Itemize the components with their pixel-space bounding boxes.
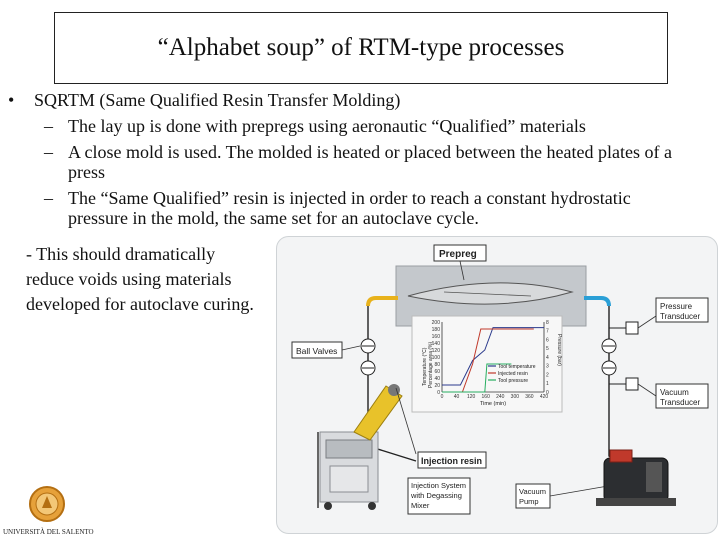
vacuum-transducer-label: Vacuum (660, 388, 689, 397)
inset-legend-label: Injected resin (498, 371, 528, 377)
injection-machine-panel (325, 439, 373, 459)
inset-left-tick-label: 120 (432, 348, 441, 354)
inset-right-tick-label: 8 (546, 320, 549, 326)
inset-x-tick-label: 120 (467, 394, 476, 400)
inset-x-tick-label: 0 (441, 394, 444, 400)
inset-right-axis-title: Pressure (bar) (556, 334, 562, 366)
inset-right-tick-label: 5 (546, 346, 549, 352)
sub-bullet-dash: – (44, 142, 53, 162)
pressure-transducer-box (625, 321, 639, 335)
injection-system-label: with Degassing (410, 491, 462, 500)
prepreg-part (407, 282, 574, 305)
wheel-icon (368, 502, 376, 510)
inset-left-tick-label: 60 (434, 369, 440, 375)
injection-system-label-box (407, 477, 471, 515)
setup-diagram-svg: Prepreg Pressure Transducer Vacuum Trans… (276, 236, 718, 534)
pressure-transducer-leader (637, 315, 657, 329)
inset-right-tick-label: 4 (546, 355, 549, 361)
vacuum-transducer-label: Transducer (660, 398, 701, 407)
university-name: UNIVERSITÀ DEL SALENTO (3, 528, 94, 536)
inset-left-tick-label: 20 (434, 383, 440, 389)
inset-legend-label: Tool pressure (498, 378, 528, 384)
tool-pressure-line (442, 363, 512, 393)
tool-temperature-line (442, 327, 544, 386)
inset-left-tick-label: 100 (432, 355, 441, 361)
injection-machine-door (329, 465, 369, 493)
inlet-pipe (366, 296, 398, 307)
seal-emblem (42, 496, 52, 508)
vacuum-pump (596, 449, 676, 506)
vacuum-pump-label-box (515, 483, 551, 509)
inset-left-tick-label: 160 (432, 334, 441, 340)
university-logo: UNIVERSITÀ DEL SALENTO (2, 476, 98, 538)
inset-left-tick-label: 40 (434, 376, 440, 382)
injection-resin-label: Injection resin (421, 456, 482, 466)
injection-resin-label-box (417, 451, 487, 469)
university-seal: UNIVERSITÀ DEL SALENTO (3, 486, 94, 536)
inset-right-tick-label: 2 (546, 372, 549, 378)
inset-right-tick-label: 0 (546, 390, 549, 396)
outlet-pipe (584, 296, 611, 307)
vacuum-pump-label: Vacuum (519, 487, 546, 496)
injector-cap (388, 384, 400, 396)
inset-x-tick-label: 360 (525, 394, 534, 400)
injection-system-label: Mixer (411, 501, 430, 510)
inset-left-axis-title: Percentage area (%) (428, 342, 434, 388)
sqrtm-setup-diagram: Prepreg Pressure Transducer Vacuum Trans… (276, 236, 718, 534)
vacuum-pump-base (596, 498, 676, 506)
wheel-icon (324, 502, 332, 510)
inset-legend-label: Tool temperature (498, 364, 536, 370)
inset-x-tick-label: 40 (454, 394, 460, 400)
inset-x-tick-label: 420 (540, 394, 549, 400)
inset-x-tick-label: 160 (482, 394, 491, 400)
sub-bullet-text: A close mold is used. The molded is heat… (68, 142, 672, 182)
vacuum-pump-cap (609, 449, 633, 463)
pressure-transducer-label: Pressure (660, 302, 693, 311)
vacuum-transducer-label-box (655, 383, 709, 409)
inset-x-tick-label: 300 (511, 394, 520, 400)
inset-left-axis-title: Temperature (°C) (422, 347, 428, 386)
vacuum-pump-motor (646, 462, 662, 492)
sub-bullet-text: The “Same Qualified” resin is injected i… (68, 188, 631, 228)
inset-x-axis-title: Time (min) (480, 401, 506, 407)
title-box: “Alphabet soup” of RTM-type processes (54, 12, 668, 84)
sub-bullet-dash: – (44, 116, 53, 136)
vacuum-pump-leader (549, 485, 609, 497)
inset-right-tick-label: 6 (546, 337, 549, 343)
pressure-transducer-label-box (655, 297, 709, 323)
bullet-text: SQRTM (Same Qualified Resin Transfer Mol… (34, 90, 401, 110)
prepreg-label: Prepreg (439, 249, 477, 260)
inset-right-tick-label: 1 (546, 381, 549, 387)
ball-valves-label: Ball Valves (296, 346, 337, 356)
sub-bullet-dash: – (44, 188, 53, 208)
injection-machine (317, 384, 403, 510)
inset-x-tick-label: 240 (496, 394, 505, 400)
injection-resin-leader (395, 387, 417, 455)
prepreg-leader (459, 260, 465, 281)
bullet-marker: • (8, 90, 15, 110)
inset-right-tick-label: 7 (546, 329, 549, 335)
inset-left-tick-label: 200 (432, 320, 441, 326)
vacuum-transducer-leader (637, 383, 657, 397)
pressure-transducer-label: Transducer (660, 312, 701, 321)
inset-left-tick-label: 180 (432, 327, 441, 333)
inset-left-tick-label: 80 (434, 362, 440, 368)
sub-bullet-text: The lay up is done with prepregs using a… (68, 116, 586, 136)
inset-left-tick-label: 140 (432, 341, 441, 347)
injector-tube (353, 385, 403, 441)
note-text: - This should dramatically reduce voids … (26, 244, 254, 314)
inset-left-tick-label: 0 (437, 390, 440, 396)
vacuum-transducer-box (625, 377, 639, 391)
inset-right-tick-label: 3 (546, 364, 549, 370)
ball-valves-leader (341, 345, 361, 351)
vacuum-pump-label: Pump (519, 497, 539, 506)
injection-system-label: Injection System (411, 481, 466, 490)
prepreg-ply-line (443, 291, 532, 297)
slide-title: “Alphabet soup” of RTM-type processes (157, 34, 565, 61)
